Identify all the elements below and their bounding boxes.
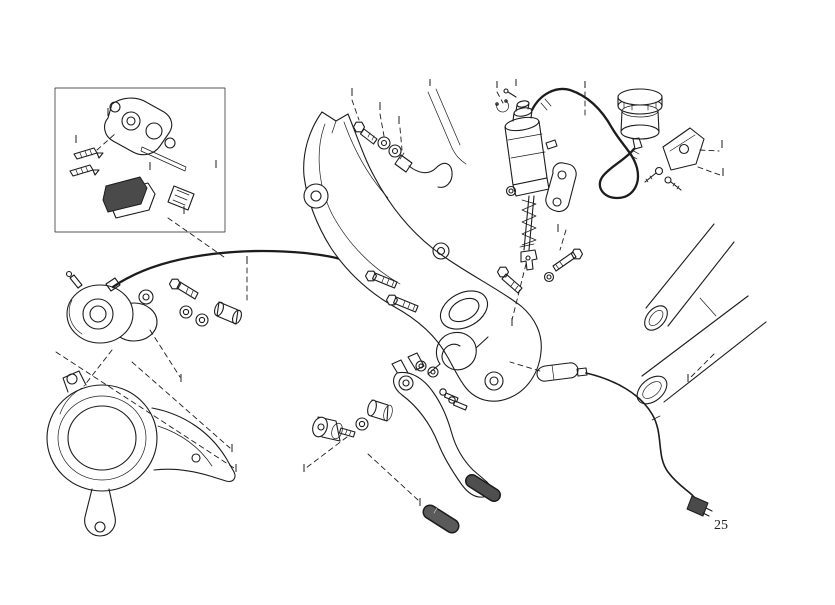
- brake-pad-icon: [102, 176, 148, 213]
- pad-spring-icon: [167, 185, 195, 211]
- fluid-reservoir: [617, 88, 663, 150]
- caliper-brake-hose: [105, 249, 352, 292]
- brake-pedal: [305, 352, 501, 534]
- callout-ticks: [75, 79, 724, 506]
- rear-brake-caliper: [65, 270, 158, 344]
- brake-pad-inset-box: [54, 87, 226, 258]
- reservoir-hose: [530, 87, 640, 200]
- switch-cable: [585, 372, 713, 517]
- link-plate-icon: [545, 162, 577, 213]
- pivot-sleeve-icon: [367, 399, 393, 422]
- hose-union-icon: [213, 301, 243, 325]
- reservoir-bracket: [644, 127, 721, 191]
- upper-banjo-fitting: [351, 88, 467, 188]
- cable-connector-icon: [686, 495, 709, 517]
- pad-pin-icon: [69, 147, 104, 177]
- bleed-valve-icon: [65, 270, 83, 289]
- brake-light-switch: [509, 361, 588, 382]
- disc-guard-plate: [46, 351, 236, 537]
- frame-mount-bolts: [364, 270, 419, 313]
- page-number: 25: [714, 518, 728, 533]
- banjo-bolt-and-washers: [83, 267, 248, 387]
- frame-bracket-plate: [303, 111, 542, 402]
- toe-peg-icon: [465, 474, 501, 502]
- pivot-bolt: [312, 399, 393, 442]
- rear-master-cylinder: [495, 88, 586, 197]
- pedal-rubber: [422, 504, 460, 534]
- frame-tubes: [636, 223, 767, 405]
- pushrod-and-spring: [496, 162, 584, 321]
